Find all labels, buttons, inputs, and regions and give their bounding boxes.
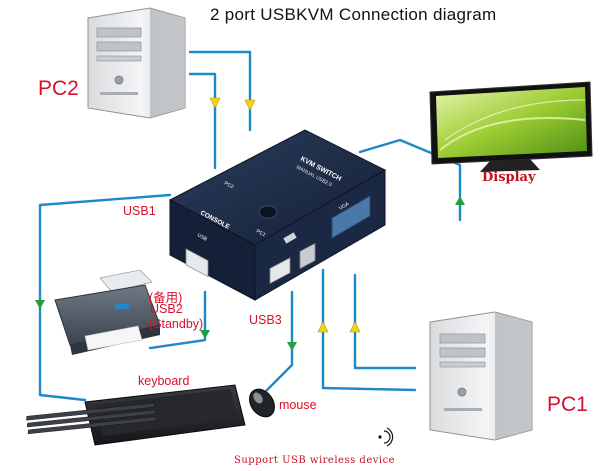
label-usb2-cn: (备用)	[149, 291, 183, 305]
arrow-up-1	[317, 321, 329, 333]
output-arrows	[35, 196, 465, 351]
keyboard	[26, 384, 246, 446]
cable-display	[358, 138, 462, 222]
arrow-mouse	[287, 342, 297, 351]
kvm-usb-text: USB	[196, 232, 208, 242]
label-display: Display	[482, 170, 536, 185]
kvm-pc2-text: PC2	[223, 180, 235, 190]
kvm-switch: KVM SWITCH MANUAL USB2.0 CONSOLE USB VGA…	[168, 129, 387, 301]
diagram-title: 2 port USBKVM Connection diagram	[210, 5, 497, 24]
kvm-pc1-text: PC1	[255, 228, 267, 238]
cable-pc2-usb	[188, 72, 217, 170]
arrow-usb2	[200, 330, 210, 339]
display-monitor	[429, 81, 593, 172]
arrow-up-2	[349, 321, 361, 333]
label-standby: (Standby)	[149, 317, 204, 331]
arrow-display	[455, 196, 465, 205]
label-pc1: PC1	[547, 393, 588, 416]
wireless-icon	[378, 427, 394, 447]
pc2-tower	[87, 7, 186, 119]
arrow-down-2	[209, 97, 221, 109]
arrow-printer	[35, 300, 45, 309]
label-footer: Support USB wireless device	[234, 455, 396, 466]
kvm-vga-text: VGA	[338, 201, 351, 212]
label-usb2: USB2	[150, 302, 183, 316]
cable-pc1-usb	[321, 268, 417, 392]
cable-usb2	[148, 290, 207, 350]
cable-keyboard	[38, 298, 87, 402]
printer	[54, 269, 161, 355]
cable-pc1-vga	[353, 273, 417, 370]
signal-arrows	[209, 97, 361, 333]
cable-usb3	[260, 290, 294, 397]
arrow-down-1	[244, 99, 256, 111]
pc1-tower	[429, 311, 533, 441]
mouse	[249, 388, 275, 418]
label-pc2: PC2	[38, 77, 79, 100]
label-mouse: mouse	[279, 398, 317, 412]
cable-pc2-vga	[188, 50, 252, 132]
cables	[38, 50, 462, 402]
label-usb3: USB3	[249, 313, 282, 327]
label-keyboard: keyboard	[138, 374, 190, 388]
label-usb1: USB1	[123, 204, 156, 218]
cable-usb1-printer	[38, 193, 172, 302]
